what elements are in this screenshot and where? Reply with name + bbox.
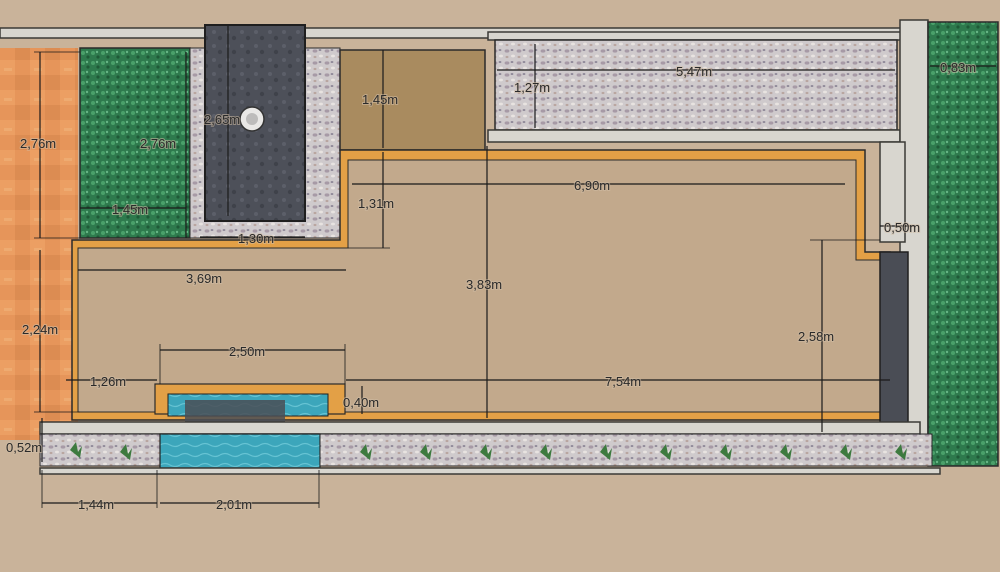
dim-754: 7,54m — [605, 374, 641, 389]
dim-383: 3,83m — [466, 277, 502, 292]
front-pool — [159, 433, 321, 469]
dimension-lines — [34, 26, 996, 508]
dim-130: 1,30m — [238, 231, 274, 246]
dim-276-planter: 2,76m — [140, 136, 176, 151]
plant-icon — [840, 444, 852, 460]
top-gravel-bed — [494, 39, 898, 131]
plant-icon — [120, 444, 132, 460]
dim-547: 5,47m — [676, 64, 712, 79]
dim-144: 1,44m — [78, 497, 114, 512]
dim-276-left: 2,76m — [20, 136, 56, 151]
dim-690: 6,90m — [574, 178, 610, 193]
dim-050: 0,50m — [884, 220, 920, 235]
dim-083: 0,83m — [940, 60, 976, 75]
plant-icon — [895, 444, 907, 460]
dim-145-sand: 1,45m — [362, 92, 398, 107]
gravel-bed-wall — [487, 129, 901, 143]
front-gravel-right — [319, 433, 933, 467]
right-planter — [927, 21, 999, 467]
plant-icon — [540, 444, 552, 460]
dim-224: 2,24m — [22, 322, 58, 337]
left-planter — [79, 47, 191, 239]
fountain-basin-icon — [246, 113, 258, 125]
plant-icon — [720, 444, 732, 460]
front-gravel-left — [39, 433, 161, 467]
dim-250: 2,50m — [229, 344, 265, 359]
dim-127: 1,27m — [514, 80, 550, 95]
plant-row — [70, 442, 907, 460]
left-tile-strip — [0, 48, 78, 440]
right-stone-step — [879, 251, 909, 431]
front-wall — [39, 421, 921, 435]
dim-126: 1,26m — [90, 374, 126, 389]
plant-icon — [780, 444, 792, 460]
bottom-wall — [39, 467, 941, 475]
plant-icon — [70, 442, 82, 458]
dim-369: 3,69m — [186, 271, 222, 286]
plant-icon — [600, 444, 612, 460]
dim-258: 2,58m — [798, 329, 834, 344]
dim-052: 0,52m — [6, 440, 42, 455]
dim-145-planter: 1,45m — [112, 202, 148, 217]
dim-201: 2,01m — [216, 497, 252, 512]
plant-icon — [420, 444, 432, 460]
right-wall-step — [879, 141, 906, 243]
top-wall-right — [487, 31, 909, 41]
plant-icon — [480, 444, 492, 460]
patio-floor — [77, 159, 885, 413]
plant-icon — [360, 444, 372, 460]
dim-265: 2,65m — [204, 112, 240, 127]
dim-040: 0,40m — [343, 395, 379, 410]
dim-131: 1,31m — [358, 196, 394, 211]
plant-icon — [660, 444, 672, 460]
